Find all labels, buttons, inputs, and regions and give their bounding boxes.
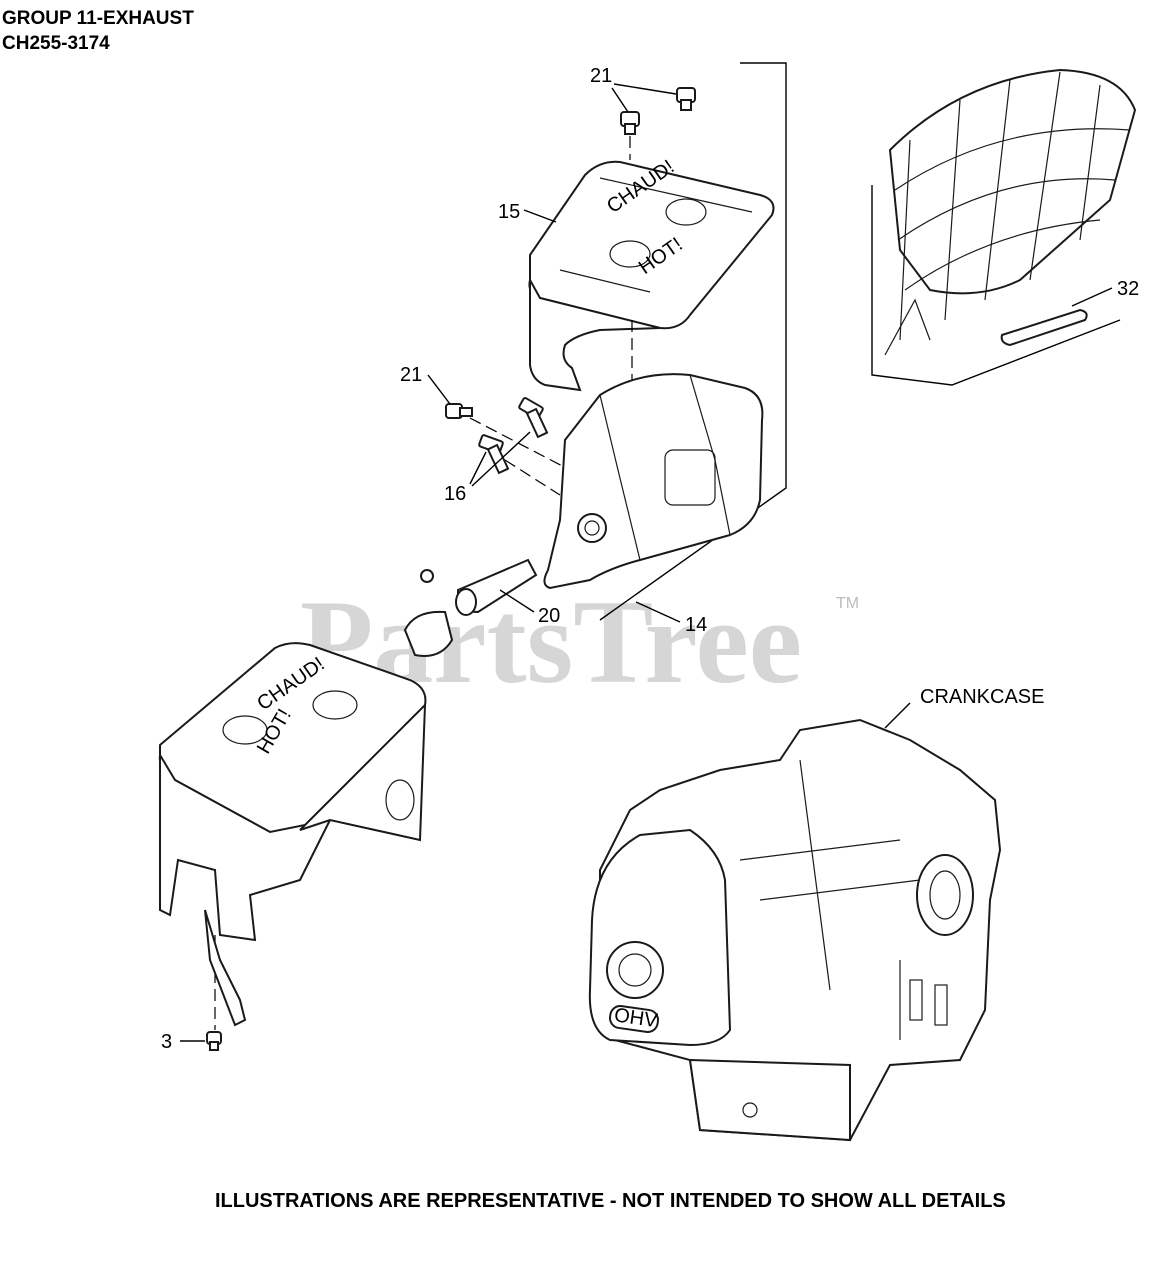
svg-text:20: 20 [538,605,560,627]
svg-text:16: 16 [444,483,466,505]
watermark-tm: TM [836,595,859,612]
callout-32: 32 [1071,278,1139,307]
callout-16: 16 [444,431,531,505]
group-bracket [599,62,787,621]
callout-crankcase: CRANKCASE [884,686,1044,729]
svg-text:15: 15 [498,201,520,223]
spark-arrestor-20[interactable] [403,558,538,657]
svg-text:21: 21 [590,65,612,87]
svg-text:CRANKCASE: CRANKCASE [920,686,1044,708]
screw-21-top[interactable] [620,87,696,135]
footer-note: ILLUSTRATIONS ARE REPRESENTATIVE - NOT I… [215,1190,1006,1212]
svg-text:14: 14 [685,614,707,636]
callout-21-top: 21 [590,65,677,113]
muffler-guard-32[interactable] [871,68,1137,386]
lower-heat-shield[interactable]: CHAUD! HOT! [158,642,427,1027]
model-number: CH255-3174 [2,33,110,54]
crankcase-engine[interactable]: OHV [588,718,1002,1142]
callout-15: 15 [498,201,557,223]
group-title: GROUP 11-EXHAUST [2,8,194,29]
callout-20: 20 [499,589,560,627]
svg-text:21: 21 [400,364,422,386]
muffler-14[interactable] [543,373,764,590]
bolts-16[interactable] [478,397,549,475]
screw-21-mid[interactable] [445,403,473,419]
screw-3[interactable] [206,1031,222,1051]
svg-text:32: 32 [1117,278,1139,300]
callout-14: 14 [635,601,707,636]
callout-3: 3 [161,1031,205,1053]
diagram-header: GROUP 11-EXHAUST CH255-3174 [2,6,194,56]
callout-21-mid: 21 [400,364,451,405]
heat-shield-15[interactable]: CHAUD! HOT! [528,156,775,392]
svg-text:3: 3 [161,1031,172,1053]
